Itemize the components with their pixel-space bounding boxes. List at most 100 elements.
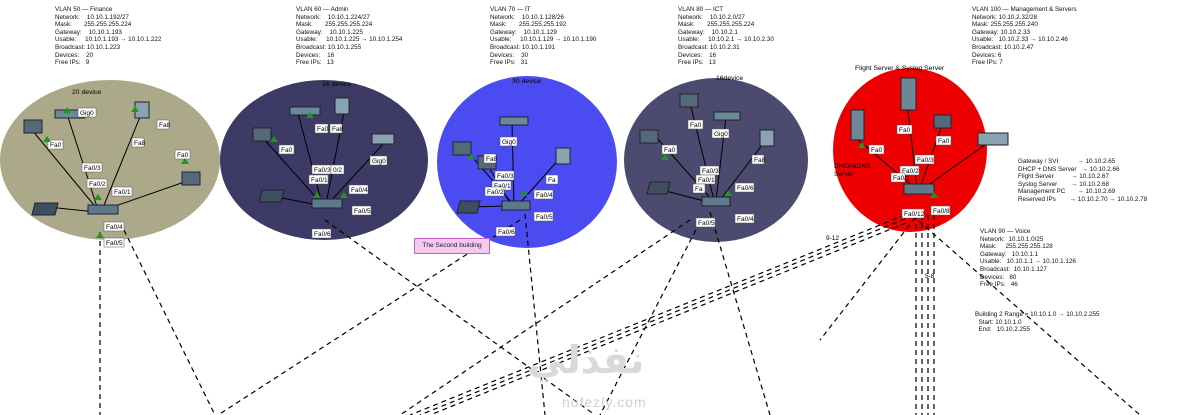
port-label: Fa8 [754,157,766,164]
vlan-ict-line: Gateway: 10.10.2.1 [678,28,738,36]
vlan-mgmt-line: Devices: 6 [972,51,1002,59]
port-label: Fa0 [690,122,702,129]
ip-phone-icon[interactable] [334,97,350,115]
laptop-icon[interactable] [258,189,285,203]
port-label: Fa0/1 [698,177,715,184]
second-building-label[interactable]: The Second building [414,238,490,254]
server-icon[interactable] [900,77,917,111]
access-point-icon[interactable] [499,116,529,126]
vlan-admin-line: Broadcast: 10.10.1.255 [296,43,362,51]
vlan-finance-line: Gateway: 10.10.1.193 [55,28,122,36]
pc-icon[interactable] [23,119,43,134]
vlan-voice-line: Usable: 10.10.1.1 → 10.10.1.126 [980,258,1076,266]
vlan-finance-line: VLAN 50 — Finance [55,6,113,13]
port-label: Fa8 [486,156,498,163]
vlan-mgmt-line: Network: 10.10.2.32/28 [972,13,1038,21]
vlan-admin-line: Devices: 16 [296,51,335,59]
vlan-it-line: Broadcast: 10.10.1.191 [490,43,556,51]
vlan-finance-line: Devices: 20 [55,51,94,59]
pc-icon[interactable] [679,93,699,108]
port-label: Fa0/5 [106,240,123,247]
port-label: 0/2 [333,167,342,174]
pc-icon[interactable] [452,141,472,156]
switch-icon[interactable] [903,183,935,195]
gateway-line: Flight Server → 10.10.2.67 [1018,173,1109,181]
admin-area[interactable] [220,80,428,240]
ip-phone-icon[interactable] [759,129,775,147]
vlan-mgmt-line: Gateway: 10.10.2.33 [972,28,1031,36]
vlan-ict-line: Usable: 10.10.2.1 → 10.10.2.30 [678,36,774,44]
switch-icon[interactable] [311,198,343,209]
vlan-mgmt-line: Free IPs: 7 [972,59,1003,67]
vlan-it-line: Gateway: 10.10.1.129 [490,28,557,36]
switch-icon[interactable] [87,204,119,215]
gateway-line: Syslog Server → 10.10.2.68 [1018,180,1110,188]
range-line: Building 2 Range = 10.10.1.0 → 10.10.2.2… [975,311,1100,318]
area-device-count: Flight Server & Syslog Server [855,65,945,72]
vlan-ict-line: Devices: 16 [678,51,717,59]
pc-icon[interactable] [639,129,659,144]
vlan-finance-line: Mask: 255.255.255.224 [55,21,132,29]
port-label: Fa0 [664,147,676,154]
port-label: Fa0/2 [487,189,504,196]
port-label: Fa0 [871,147,883,154]
wireless-router-icon[interactable] [371,133,395,145]
vlan-it-line: Free IPs: 31 [490,59,528,67]
ict-area[interactable] [624,78,808,242]
vlan-mgmt-line: Usable: 10.10.2.33 → 10.10.2.46 [972,36,1068,44]
port-label: Fa0 [50,142,62,149]
port-label: Fa0/3 [84,165,101,172]
port-label: Fa0 [281,147,293,154]
vlan-it-line: Usable: 10.10.1.129 → 10.10.1.190 [490,36,597,44]
vlan-finance-line: Broadcast: 10.10.1.223 [55,43,121,51]
port-label: Fa0/4 [106,224,123,231]
dhcp-dns-label-2: Server [834,171,854,178]
mgmt-area[interactable] [833,68,987,232]
pc-icon[interactable] [933,114,952,129]
port-label: Gig0 [80,110,94,117]
vlan-it-line: VLAN 70 — IT [490,6,531,13]
building-range-info: Building 2 Range = 10.10.1.0 → 10.10.2.2… [975,311,1099,334]
access-point-icon[interactable] [713,111,741,121]
vlan-voice-line: Gateway: 10.10.1.1 [980,250,1039,258]
vlan-admin-line: Mask: 255.255.255.224 [296,21,373,29]
trunk-links [99,211,1141,415]
laptop-icon[interactable] [646,181,671,195]
vlan-ict-line: Mask: 255.255.255.224 [678,21,755,29]
port-label: Fa0/1 [311,177,328,184]
laptop-icon[interactable] [31,202,59,216]
vlan-admin-line: Gateway: 10.10.1.225 [296,28,363,36]
vlan-finance-line: Free IPs: 9 [55,59,90,67]
gateway-line: Gateway / SVI → 10.10.2.65 [1018,158,1116,165]
gateway-line: Management PC → 10.10.2.69 [1018,188,1116,196]
switch-icon[interactable] [501,200,531,211]
vlan-mgmt-line: Broadcast: 10.10.2.47 [972,43,1034,51]
it-area[interactable] [437,76,617,248]
pc-icon[interactable] [252,127,272,142]
switch-icon[interactable] [701,196,731,207]
vlan-mgmt-line: Mask: 255.255.255.240 [972,21,1038,29]
port-label: Fa [695,186,703,193]
vlan-ict-line: Free IPs: 13 [678,59,716,67]
finance-area[interactable] [0,80,220,240]
vlan-ict-line: Broadcast: 10.10.2.31 [678,43,740,51]
port-label: Fa0/1 [893,175,910,182]
port-label: Fa0/12 [904,211,925,218]
port-label: Fa [548,177,556,184]
vlan-finance-line: Usable: 10.10.1.193 → 10.10.1.222 [55,36,162,44]
access-point-icon[interactable] [289,106,321,116]
server-icon[interactable] [850,109,865,141]
port-label: Fa0/5 [536,214,553,221]
port-label: Fa0/3 [314,167,331,174]
port-label: Gig0 [714,131,728,138]
pc-icon[interactable] [181,171,201,186]
port-label: Fa8 [159,122,171,129]
router-icon[interactable] [977,132,1009,146]
laptop-icon[interactable] [456,200,481,214]
link-markers [43,106,938,238]
ip-phone-icon[interactable] [555,147,571,165]
